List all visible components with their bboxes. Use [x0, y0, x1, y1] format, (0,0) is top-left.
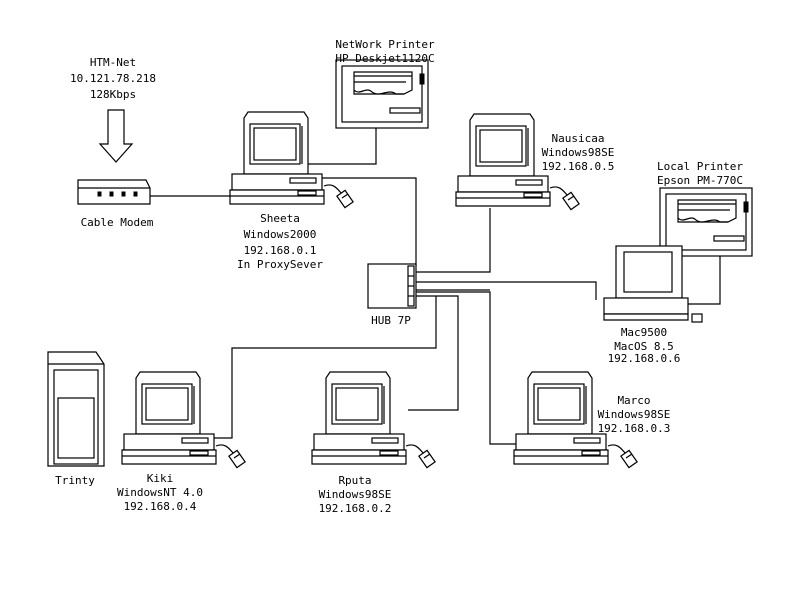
- nausicaa-ip: 192.168.0.5: [541, 160, 615, 173]
- internet-name: HTM-Net: [89, 56, 137, 69]
- internet-ip: 10.121.78.218: [69, 72, 157, 85]
- network-printer-title: NetWork Printer: [335, 38, 435, 51]
- sheeta-name: Sheeta: [260, 212, 300, 225]
- mac9500-os: MacOS 8.5: [614, 340, 674, 353]
- mac9500-ip: 192.168.0.6: [607, 352, 681, 365]
- rputa-os: Windows98SE: [318, 488, 392, 501]
- internet-arrow: [98, 109, 134, 163]
- hub-device: [367, 263, 417, 309]
- kiki-name: Kiki: [146, 472, 174, 485]
- sheeta-ip: 192.168.0.1: [243, 244, 317, 257]
- sheeta-note: In ProxySever: [236, 258, 324, 271]
- nausicaa-name: Nausicaa: [551, 132, 605, 145]
- hub-label: HUB 7P: [371, 314, 411, 327]
- kiki-computer: [121, 371, 246, 469]
- rputa-name: Rputa: [338, 474, 372, 487]
- internet-speed: 128Kbps: [89, 88, 137, 101]
- sheeta-computer: [229, 111, 354, 209]
- cable-modem-label: Cable Modem: [80, 216, 154, 229]
- trinty-server: [47, 351, 105, 467]
- local-printer-title: Local Printer: [656, 160, 744, 173]
- kiki-ip: 192.168.0.4: [123, 500, 197, 513]
- sheeta-os: Windows2000: [243, 228, 317, 241]
- local-printer-model: Epson PM-770C: [656, 174, 744, 187]
- mac9500-name: Mac9500: [620, 326, 668, 339]
- mac9500-computer: [603, 245, 703, 323]
- network-printer-device: [335, 59, 429, 129]
- trinty-name: Trinty: [55, 474, 95, 487]
- marco-ip: 192.168.0.3: [597, 422, 671, 435]
- rputa-ip: 192.168.0.2: [318, 502, 392, 515]
- nausicaa-os: Windows98SE: [541, 146, 615, 159]
- cable-modem-device: [77, 179, 151, 205]
- marco-os: Windows98SE: [597, 408, 671, 421]
- marco-name: Marco: [617, 394, 651, 407]
- kiki-os: WindowsNT 4.0: [116, 486, 204, 499]
- network-printer-model: HP Deskjet1120C: [335, 52, 435, 65]
- rputa-computer: [311, 371, 436, 469]
